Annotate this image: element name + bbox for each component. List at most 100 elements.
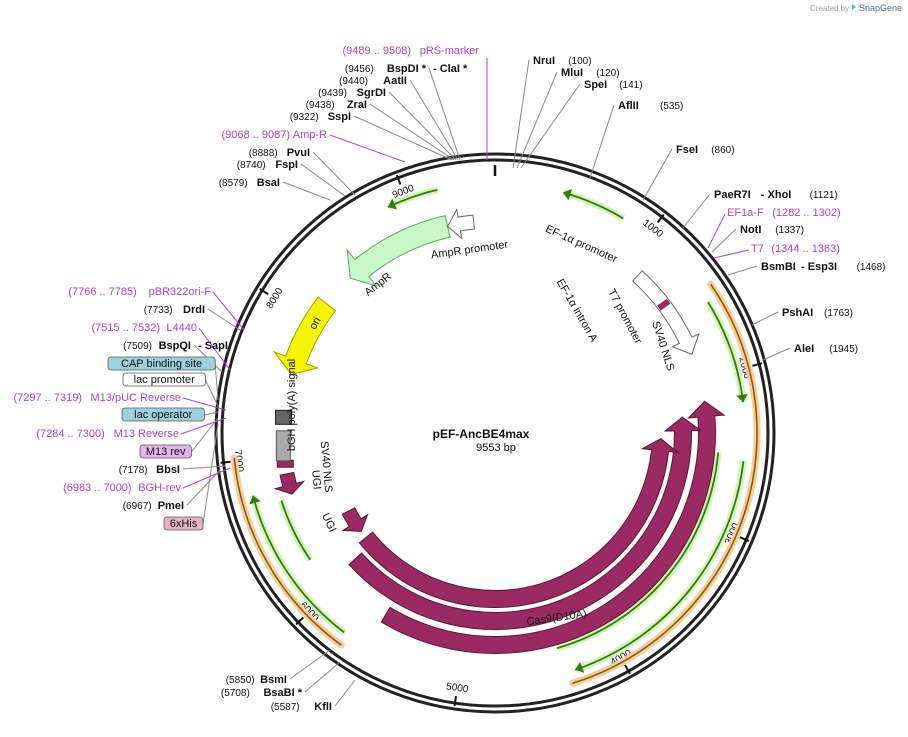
ori-arrow [272,296,337,376]
orf-arrowhead [736,393,748,403]
leader-line [428,67,461,161]
leader-line [642,148,673,201]
primer-name: T7 [751,243,764,255]
leader-line [186,469,221,506]
feature-label: UGI [319,511,338,534]
orf-green-glow [562,189,626,222]
leader-line [409,79,459,161]
leader-line [762,347,791,361]
leader-line [369,103,455,161]
leader-line [751,311,779,326]
primer-coord: (7284 .. 7300) [36,428,105,440]
enzyme-name: FseI [676,144,698,156]
backbone-inner [220,158,770,708]
primer-name: L4440 [166,322,197,334]
enzyme-name: BbsI [156,464,180,476]
enzyme-coord: (141) [619,80,642,91]
feature-tag-box [163,516,204,531]
leader-line [388,91,457,161]
enzyme-name: SspI [328,111,351,123]
primer-coord: (7297 .. 7319) [14,392,83,404]
leader-line [282,181,331,201]
primer-name: M13/pUC Reverse [91,392,181,404]
enzyme-site: AflII(535) [618,100,683,112]
leaders-layer [180,58,791,707]
orf-green-glow [278,499,314,562]
orf-arc-line [572,283,758,685]
feature-tag-box [121,407,205,422]
enzyme-name: BspDI * [387,63,427,75]
primer-site: pBR322ori-F(7766 .. 7785) [68,286,211,298]
bgh-polya-box [275,430,291,462]
primer-name: pBR322ori-F [149,286,212,298]
enzyme-name: BsaI [257,177,280,189]
leader-line [713,249,750,259]
primer-site: L4440(7515 .. 7532) [92,322,198,334]
enzyme-site: KflI(5587) [271,701,332,713]
primer-coord: (1282 .. 1302) [772,207,841,219]
enzyme-coord: (6967) [123,501,152,512]
enzyme-site: DrdI(7733) [144,304,205,316]
enzyme-site: AatII(9440) [339,75,407,87]
leader-line [204,379,219,407]
tick-mark [453,695,458,707]
enzyme-coord: (9439) [318,88,347,99]
enzyme-site: PvuI(8888) [249,147,310,159]
cas9-d10a-arrow [348,416,703,630]
enzyme-coord: (1121) [810,190,838,201]
credit-text: Created by [810,4,849,13]
primer-site: M13/pUC Reverse (7297 .. 7319) [14,392,182,404]
leader-line [312,151,356,196]
enzyme-name: PaeR7I [714,189,751,201]
leader-line [214,363,219,401]
plasmid-name: pEF-AncBE4max [433,427,530,441]
tick-mark [295,616,305,626]
enzyme-name: AleI [794,343,814,355]
leader-line [334,679,356,707]
enzyme-site: BspQI(7509)- SapI [123,340,228,352]
feature-tag: 6xHis [163,516,204,531]
enzyme-name: SpeI [584,79,607,91]
tick-mark [752,362,763,367]
enzyme-extra: - SapI [198,340,228,352]
enzyme-site: MluI(120) [561,67,620,79]
enzyme-coord: (7509) [123,341,152,352]
ampr-promoter-arrow [446,208,475,240]
feature-tag: CAP binding site [107,356,216,371]
leader-line [304,661,341,693]
orf-green-glow [705,300,747,403]
enzyme-name: PshAI [782,307,813,319]
enzyme-coord: (1763) [824,308,853,319]
enzyme-site: BsmI(5850) [226,674,287,686]
leader-line [182,465,226,470]
feature-tag: lac promoter [122,372,206,387]
ef1a-promoter-arrow [632,270,700,355]
primer-coord: (6983 .. 7000) [63,482,132,494]
tick-label: 1000 [640,218,665,241]
enzyme-coord: (5708) [221,688,250,699]
feature-tag-box [107,356,216,371]
tick-mark [656,213,665,224]
feature-tag-label: CAP binding site [121,358,202,370]
enzyme-coord: (7178) [119,465,148,476]
enzyme-site: BsaBI *(5708) [221,687,303,699]
feature-tag-box [139,444,192,459]
enzyme-site: BbsI (7178) [119,464,180,476]
feature-label: bGH poly(A) signal [286,359,298,451]
enzyme-extra: - XhoI [761,189,792,201]
tick-mark [624,664,631,675]
enzyme-site: PshAI (1763) [782,307,853,319]
leader-line [682,193,711,229]
leader-line [289,649,331,680]
enzyme-site: PaeR7I - XhoI (1121) [714,189,838,201]
enzyme-site: SpeI (141) [584,79,643,91]
feature-tag: M13 rev [139,444,192,459]
primer-site: Amp-R(9068 .. 9087) [222,129,328,141]
primer-name: BGH-rev [138,482,181,494]
enzyme-coord: (8579) [219,178,248,189]
feature-label: SV40 NLS [318,441,334,493]
enzyme-coord: (9322) [290,112,319,123]
enzyme-site: NruI(100) [533,55,592,67]
orf-arrowhead [249,495,261,505]
